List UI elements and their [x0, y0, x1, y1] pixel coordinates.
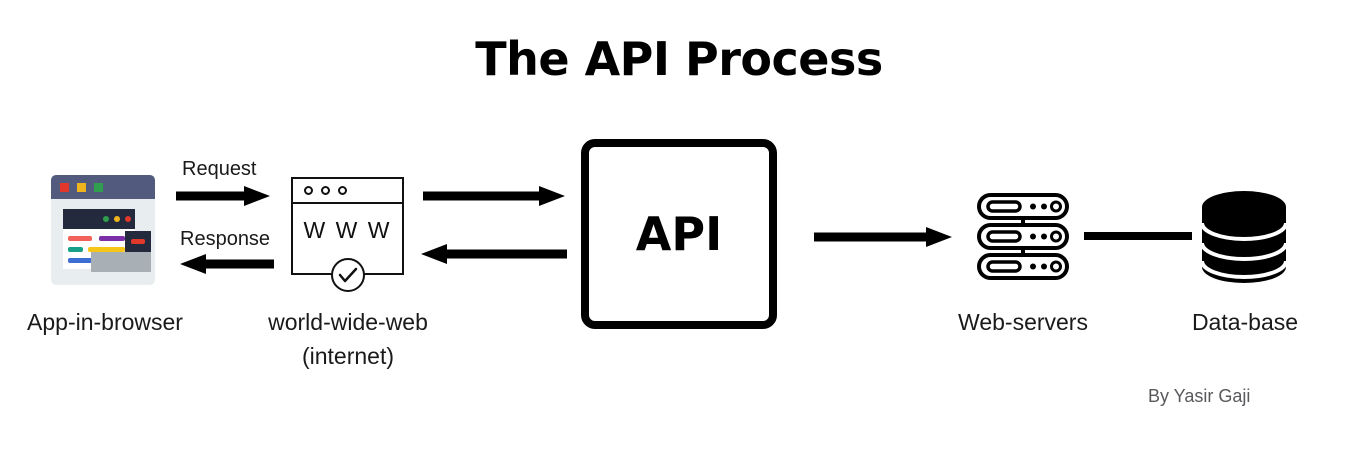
browser-window-icon	[51, 175, 155, 285]
side-panel-bar	[131, 239, 145, 244]
www-dot-icon	[304, 186, 313, 195]
browser-maximize-dot-icon	[94, 183, 103, 192]
browser-inner-header	[63, 209, 135, 229]
arrow-label-request: Request	[182, 158, 257, 180]
connector-servers-to-database	[1084, 231, 1192, 241]
page-title: The API Process	[475, 32, 883, 86]
inner-dot-red-icon	[125, 216, 131, 222]
label-database: Data-base	[1191, 309, 1299, 335]
arrow-api-to-www	[415, 243, 567, 265]
arrow-response-left	[174, 253, 274, 275]
inner-dot-green-icon	[103, 216, 109, 222]
arrow-www-to-api	[423, 185, 567, 207]
arrow-request-right	[176, 185, 272, 207]
arrow-api-to-servers	[814, 226, 954, 248]
api-label: API	[635, 207, 723, 261]
arrow-label-response: Response	[180, 228, 271, 250]
api-box: API	[581, 139, 777, 329]
label-world-wide-web: world-wide-web (internet)	[268, 309, 428, 370]
content-bar	[68, 247, 83, 252]
label-web-servers: Web-servers	[958, 309, 1088, 335]
content-bar	[68, 236, 92, 241]
www-dot-icon	[338, 186, 347, 195]
www-titlebar	[293, 179, 402, 204]
author-credit: By Yasir Gaji	[1148, 386, 1251, 406]
content-bar	[99, 236, 125, 241]
label-app-in-browser: App-in-browser	[27, 309, 183, 335]
www-text: W W W	[303, 217, 392, 243]
browser-side-panel	[125, 231, 151, 252]
www-dot-icon	[321, 186, 330, 195]
browser-titlebar	[51, 175, 155, 199]
server-stack-icon	[977, 191, 1069, 283]
inner-dot-yellow-icon	[114, 216, 120, 222]
browser-close-dot-icon	[60, 183, 69, 192]
content-bar	[68, 258, 100, 263]
browser-minimize-dot-icon	[77, 183, 86, 192]
content-bar	[88, 247, 125, 252]
database-cylinder-icon	[1198, 191, 1290, 283]
check-circle-icon	[331, 258, 365, 292]
browser-gray-panel	[91, 252, 151, 272]
